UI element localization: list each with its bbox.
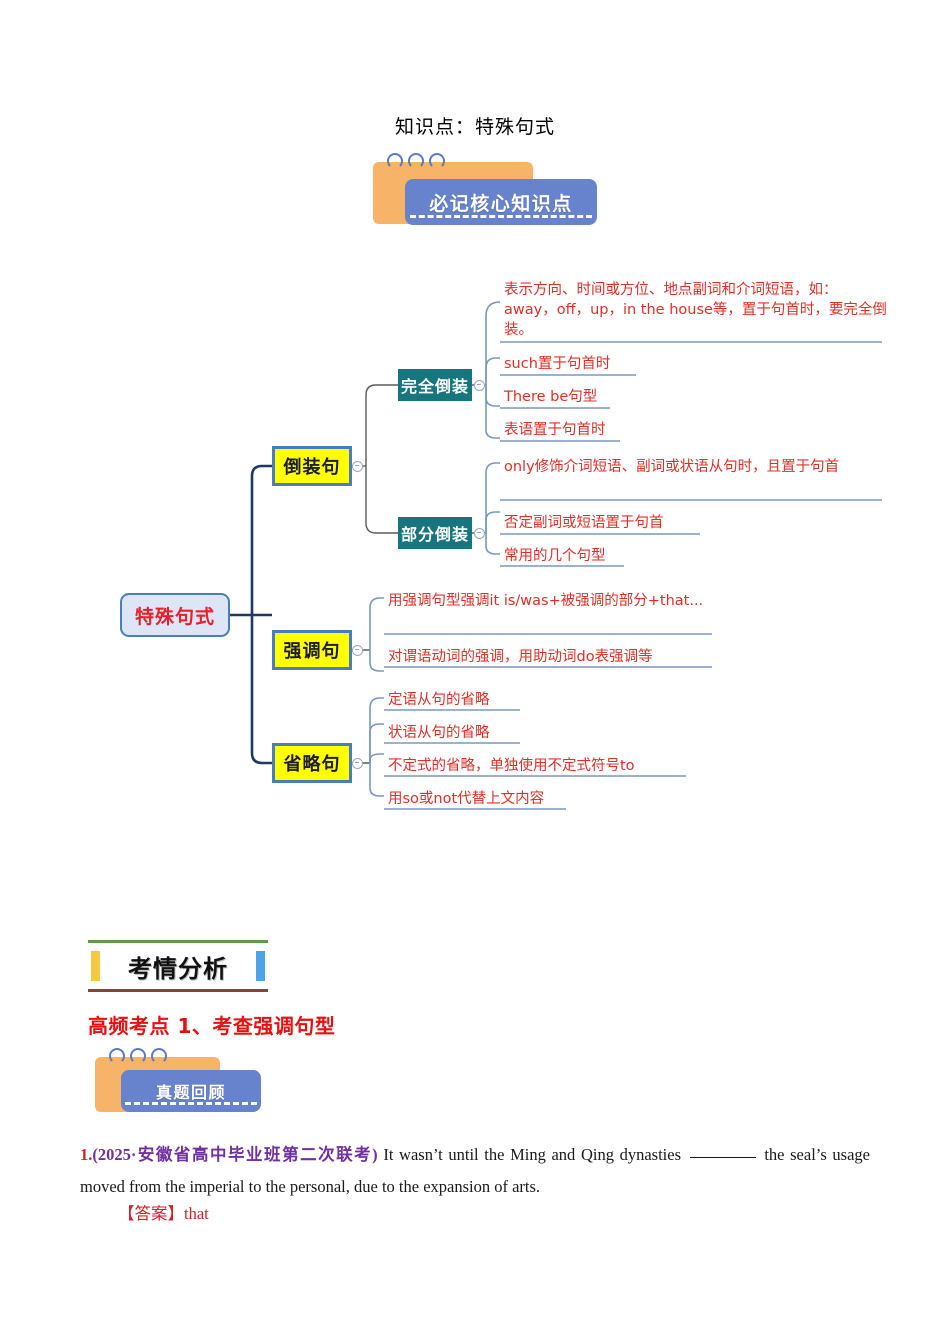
mindmap-leaf[interactable]: such置于句首时 [504,356,611,372]
mindmap-root-node[interactable]: 特殊句式 [120,593,230,637]
mindmap-leaf[interactable]: 状语从句的省略 [388,725,490,741]
answer-label: 【答案】 [118,1204,184,1223]
question-block: 1.(2025·安徽省高中毕业班第二次联考) It wasn’t until t… [80,1139,870,1203]
exam-analysis-header: 考情分析 [88,940,268,992]
mindmap-node-emphasis[interactable]: 强调句 [272,630,352,670]
question-number: 1. [80,1145,93,1164]
mindmap-subnode-partial-inversion[interactable]: 部分倒装 [398,517,472,549]
question-source: (2025·安徽省高中毕业班第二次联考) [92,1145,378,1164]
mindmap-connectors [230,301,882,810]
ring-icon [387,153,403,169]
answer-value: that [184,1204,209,1223]
ring-icon [151,1048,167,1064]
mindmap-leaf[interactable]: 定语从句的省略 [388,692,490,708]
collapse-toggle-icon[interactable] [352,645,363,656]
hot-point-heading: 高频考点 1、考查强调句型 [88,1014,336,1038]
question-text-after-blank: the seal’s usage moved from the imperial… [80,1145,870,1196]
mindmap-leaf[interactable]: only修饰介词短语、副词或状语从句时，且置于句首 [504,459,840,475]
mindmap-leaf[interactable]: 否定副词或短语置于句首 [504,515,664,531]
badge-dashed-line [125,1102,257,1105]
mindmap-subnode-full-inversion[interactable]: 完全倒装 [398,369,472,401]
mindmap-leaf[interactable]: 常用的几个句型 [504,548,606,564]
collapse-toggle-icon[interactable] [352,758,363,769]
mindmap-leaf[interactable]: 对谓语动词的强调，用助动词do表强调等 [388,649,653,665]
badge-dashed-line [410,215,592,218]
ring-icon [429,153,445,169]
page-title: 知识点：特殊句式 [394,116,555,138]
mindmap-node-ellipsis[interactable]: 省略句 [272,743,352,783]
collapse-toggle-icon[interactable] [474,380,485,391]
mindmap-leaf[interactable]: 表示方向、时间或方位、地点副词和介词短语，如：away，off，up，in th… [504,282,887,338]
past-paper-review-badge: 真题回顾 [95,1048,265,1126]
accent-bar-right [256,951,265,981]
mindmap-leaf[interactable]: There be句型 [504,389,598,405]
question-text-before-blank: It wasn’t until the Ming and Qing dynast… [377,1145,687,1164]
mindmap-leaf[interactable]: 不定式的省略，单独使用不定式符号to [388,758,635,774]
mindmap-leaf[interactable]: 用强调句型强调it is/was+被强调的部分+that... [388,593,704,609]
badge-rings-icon [109,1048,167,1064]
collapse-toggle-icon[interactable] [474,528,485,539]
mindmap-node-inversion[interactable]: 倒装句 [272,446,352,486]
mindmap: 特殊句式 倒装句 强调句 省略句 完全倒装 部分倒装 表示方向、时间或方位、地点… [0,258,950,828]
exam-analysis-title: 考情分析 [128,954,228,983]
mindmap-leaf[interactable]: 用so或not代替上文内容 [388,791,545,807]
badge-rings-icon [387,153,445,169]
answer-blank[interactable] [689,1157,756,1158]
mindmap-leaf[interactable]: 表语置于句首时 [504,422,606,438]
badge-review-label: 真题回顾 [121,1070,261,1112]
collapse-toggle-icon[interactable] [352,461,363,472]
answer-line: 【答案】that [118,1200,209,1224]
ring-icon [130,1048,146,1064]
ring-icon [408,153,424,169]
accent-bar-left [91,951,100,981]
badge-core-label: 必记核心知识点 [405,179,597,225]
ring-icon [109,1048,125,1064]
core-knowledge-badge: 必记核心知识点 [373,153,603,239]
